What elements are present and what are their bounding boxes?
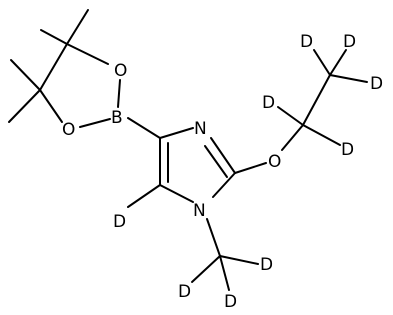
bond-b-c4imid — [127, 117, 161, 139]
bond-c2-n1 — [212, 172, 236, 198]
bond-ch3-d2 — [329, 49, 347, 76]
bond-c5-d — [127, 184, 161, 208]
atom-ch3-d3: D — [370, 74, 383, 94]
atom-o-top: O — [114, 61, 127, 81]
bond-c4-o1 — [66, 43, 109, 65]
bond-me-d1 — [219, 255, 259, 265]
atom-boron: B — [111, 108, 123, 128]
atom-methyl-d3: D — [224, 292, 237, 312]
bond-me-d2 — [191, 255, 221, 283]
bond-c5-o2 — [39, 89, 63, 123]
bond-c4-n3 — [159, 127, 194, 139]
bond-n1-me — [206, 218, 221, 257]
atom-ch3-d1: D — [300, 32, 313, 52]
atom-n3: N — [194, 119, 207, 139]
bond-c4-me1 — [40, 29, 68, 45]
bond-n3-c2 — [210, 137, 236, 174]
bond-me-d3 — [219, 255, 230, 291]
atom-ring-d: D — [113, 212, 126, 232]
bond-c5-me3 — [10, 59, 41, 91]
bond-c5-n1 — [159, 184, 194, 203]
bond-c5-me4 — [8, 89, 41, 123]
bond-o1-b — [117, 79, 121, 108]
bond-ch2-d2 — [302, 124, 341, 146]
atom-n1: N — [193, 201, 206, 221]
bond-ch3-d3 — [329, 74, 368, 83]
atom-ch2-d2: D — [341, 140, 354, 160]
atom-methyl-d1: D — [260, 255, 273, 275]
bond-o2-b — [79, 118, 111, 128]
bond-c2-o — [234, 162, 267, 174]
bond-c4-c5 — [39, 43, 68, 91]
atom-ch3-d2: D — [343, 32, 356, 52]
atom-o-bottom: O — [62, 120, 75, 140]
bond-ch2-d1 — [277, 106, 304, 126]
bond-n3-c2-double — [204, 145, 228, 178]
bond-ch3-d1 — [313, 49, 331, 76]
atom-ether-o: O — [268, 152, 281, 172]
bond-c4-me2 — [66, 9, 89, 45]
bond-ch2-ch3 — [302, 74, 331, 126]
bond-o-ch2 — [281, 124, 304, 151]
atom-ch2-d1: D — [262, 93, 275, 113]
atom-methyl-d2: D — [178, 282, 191, 302]
